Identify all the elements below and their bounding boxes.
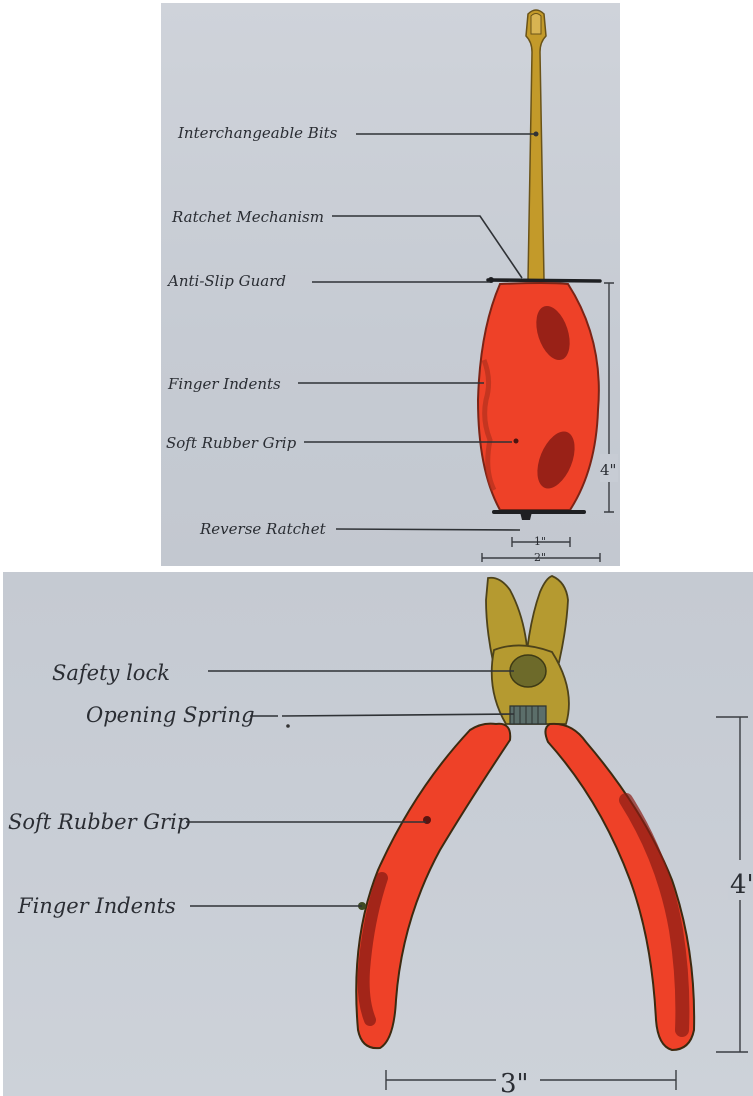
anti-slip-guard <box>488 280 600 281</box>
label-soft-rubber-grip: Soft Rubber Grip <box>166 434 297 452</box>
label-soft-rubber-grip-pliers: Soft Rubber Grip <box>8 810 190 834</box>
label-finger-indents: Finger Indents <box>167 375 281 393</box>
dim-height-text: 4" <box>600 461 616 479</box>
pliers-drawing <box>186 576 752 1090</box>
label-ratchet-mechanism: Ratchet Mechanism <box>171 208 324 226</box>
label-safety-lock: Safety lock <box>52 661 170 685</box>
bit-tip <box>531 14 541 35</box>
opening-spring <box>510 706 546 724</box>
bit-marker-dot <box>534 132 539 137</box>
label-interchangeable-bits: Interchangeable Bits <box>177 124 338 142</box>
grip-dot <box>514 439 519 444</box>
label-opening-spring: Opening Spring <box>86 703 255 727</box>
spring-dot <box>286 724 290 728</box>
leader-ratchet-mechanism <box>332 216 522 278</box>
leader-reverse-ratchet <box>336 529 520 530</box>
dim-base-width-text: 2" <box>534 551 546 564</box>
screwdriver-drawing <box>298 10 618 562</box>
label-anti-slip-guard: Anti-Slip Guard <box>166 272 286 290</box>
leader-opening-spring <box>250 714 514 716</box>
base-stem <box>520 512 532 520</box>
dim-height-text-pliers: 4" <box>730 870 753 900</box>
label-finger-indents-pliers: Finger Indents <box>17 894 176 918</box>
safety-lock-pivot <box>510 655 546 687</box>
screwdriver-shaft <box>526 10 546 280</box>
label-reverse-ratchet: Reverse Ratchet <box>199 520 327 538</box>
dim-tip-width-text: 1" <box>534 535 546 548</box>
dim-width-line-pliers <box>386 1070 676 1090</box>
dim-width-text-pliers: 3" <box>500 1069 529 1096</box>
